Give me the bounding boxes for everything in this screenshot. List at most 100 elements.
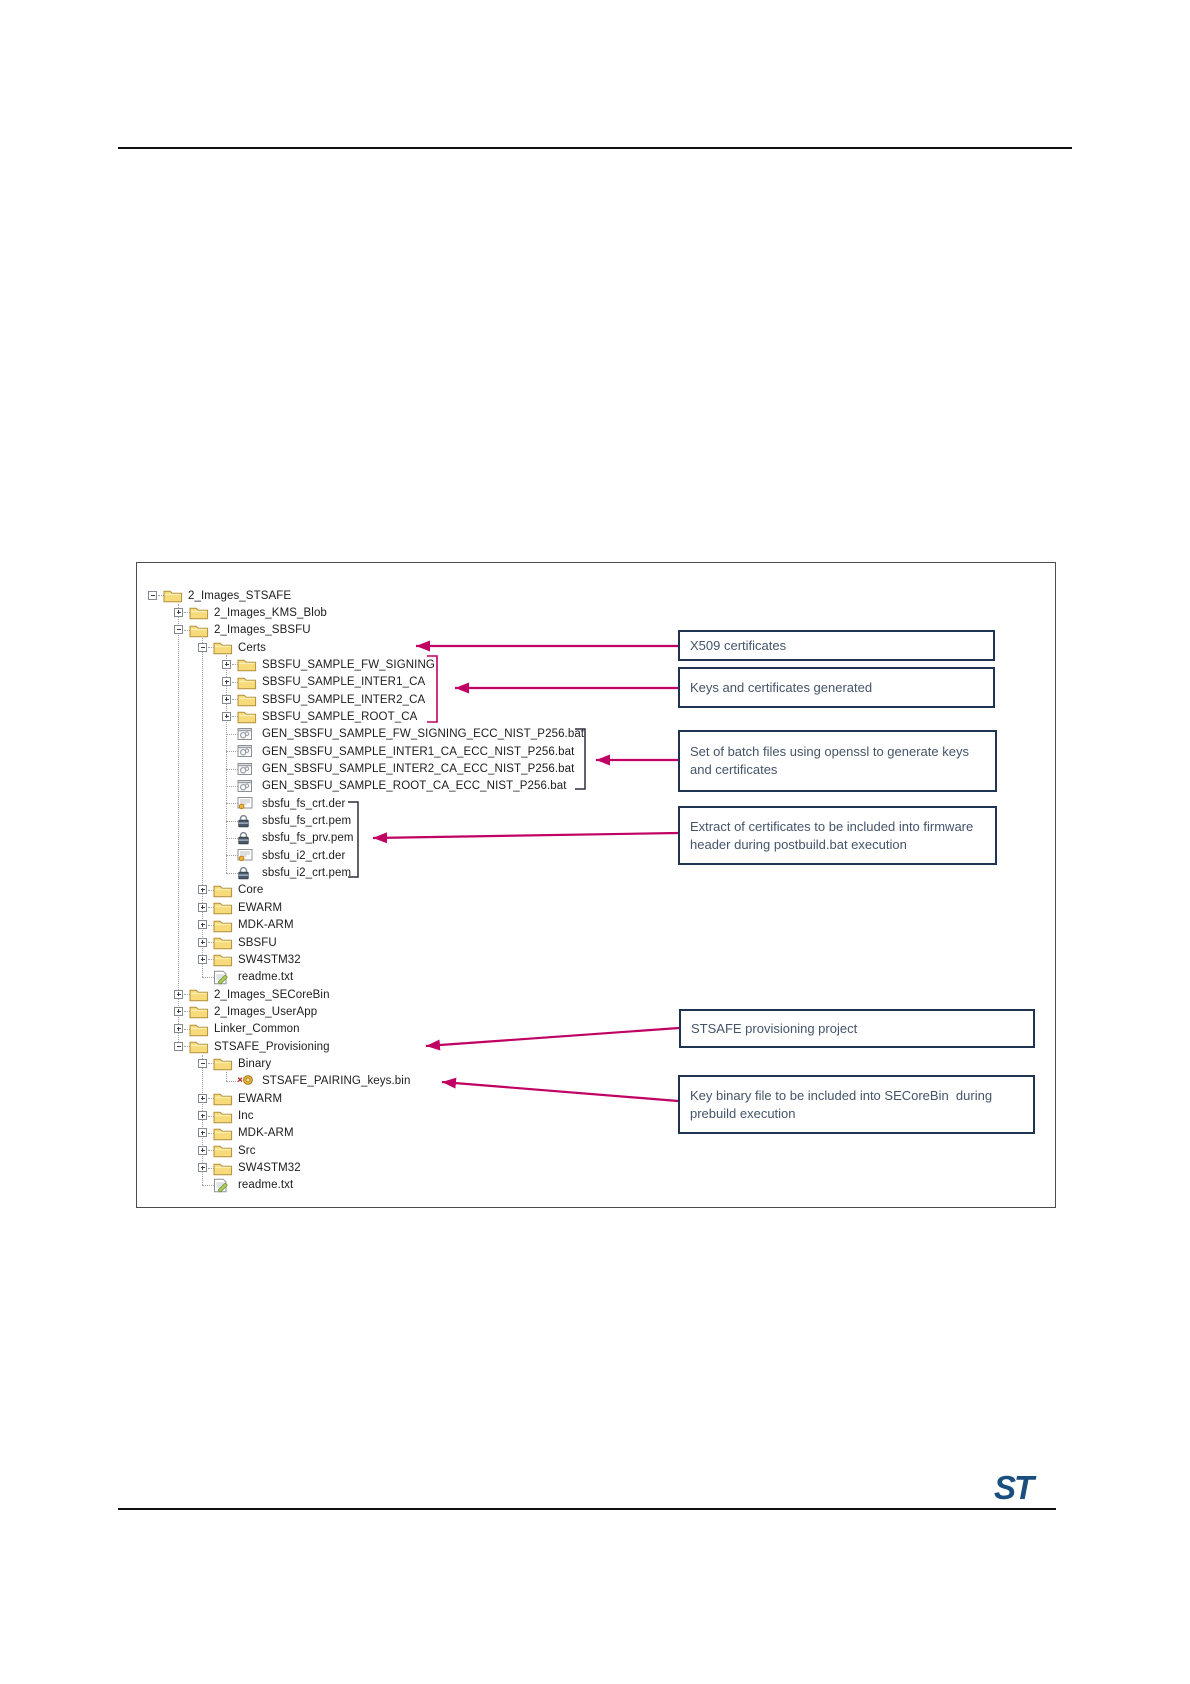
expand-plus-toggle[interactable] xyxy=(222,711,231,721)
tree-item[interactable]: 2_Images_UserApp xyxy=(0,1003,600,1020)
expand-plus-toggle[interactable] xyxy=(222,694,231,704)
tree-item-label[interactable]: SBSFU_SAMPLE_FW_SIGNING xyxy=(262,658,435,671)
tree-item[interactable]: sbsfu_fs_prv.pem xyxy=(0,830,600,847)
tree-item-label[interactable]: GEN_SBSFU_SAMPLE_INTER2_CA_ECC_NIST_P256… xyxy=(262,763,575,775)
tree-item-label[interactable]: readme.txt xyxy=(238,1179,294,1192)
tree-item-label[interactable]: SBSFU_SAMPLE_INTER2_CA xyxy=(262,693,426,706)
expand-plus-toggle[interactable] xyxy=(198,1111,207,1120)
expand-plus-toggle[interactable] xyxy=(198,920,207,930)
tree-item[interactable]: Src xyxy=(0,1142,600,1159)
collapse-minus-toggle[interactable] xyxy=(148,590,157,600)
tree-item-label[interactable]: readme.txt xyxy=(238,971,294,984)
tree-item[interactable]: 2_Images_KMS_Blob xyxy=(0,604,600,621)
tree-item[interactable]: EWARM xyxy=(0,1090,600,1107)
tree-item-label[interactable]: Core xyxy=(238,884,264,897)
tree-item-label[interactable]: sbsfu_fs_crt.der xyxy=(262,797,346,810)
collapse-minus-toggle[interactable] xyxy=(174,1041,183,1051)
tree-item-label[interactable]: 2_Images_UserApp xyxy=(214,1005,318,1018)
tree-connector xyxy=(232,664,238,666)
tree-item-label[interactable]: Inc xyxy=(238,1110,254,1122)
tree-item-label[interactable]: 2_Images_SECoreBin xyxy=(214,988,330,1001)
tree-item[interactable]: sbsfu_i2_crt.pem xyxy=(0,865,600,882)
expand-plus-toggle[interactable] xyxy=(222,659,231,669)
expand-plus-toggle[interactable] xyxy=(198,1163,207,1173)
tree-item[interactable]: SBSFU_SAMPLE_ROOT_CA xyxy=(0,708,600,725)
tree-item[interactable]: readme.txt xyxy=(0,969,600,986)
tree-item[interactable]: 2_Images_STSAFE xyxy=(0,587,600,604)
tree-item-label[interactable]: 2_Images_STSAFE xyxy=(188,589,292,602)
tree-item-label[interactable]: GEN_SBSFU_SAMPLE_ROOT_CA_ECC_NIST_P256.b… xyxy=(262,780,567,793)
tree-item-label[interactable]: EWARM xyxy=(238,1092,283,1105)
tree-item[interactable]: Inc xyxy=(0,1108,600,1125)
tree-item[interactable]: Core xyxy=(0,882,600,899)
tree-item-label[interactable]: Certs xyxy=(238,641,266,654)
tree-item-label[interactable]: MDK-ARM xyxy=(238,1127,294,1140)
tree-item[interactable]: readme.txt xyxy=(0,1177,600,1194)
tree-item[interactable]: Linker_Common xyxy=(0,1021,600,1038)
tree-item-label[interactable]: Binary xyxy=(238,1057,272,1070)
tree-item-label[interactable]: STSAFE_Provisioning xyxy=(214,1040,330,1053)
tree-item[interactable]: Binary xyxy=(0,1055,600,1072)
tree-item-label[interactable]: 2_Images_SBSFU xyxy=(214,624,311,637)
tree-guide-line xyxy=(226,655,228,873)
expand-plus-toggle[interactable] xyxy=(198,1128,207,1138)
tree-item-label[interactable]: sbsfu_i2_crt.pem xyxy=(262,867,352,880)
tree-item[interactable]: 2_Images_SBSFU xyxy=(0,622,600,639)
expand-plus-toggle[interactable] xyxy=(198,885,207,895)
tree-item-label[interactable]: SBSFU_SAMPLE_INTER1_CA xyxy=(262,676,426,689)
tree-item[interactable]: GEN_SBSFU_SAMPLE_FW_SIGNING_ECC_NIST_P25… xyxy=(0,726,600,743)
expand-plus-toggle[interactable] xyxy=(198,937,207,947)
tree-item[interactable]: SBSFU xyxy=(0,934,600,951)
tree-item[interactable]: SW4STM32 xyxy=(0,1160,600,1177)
tree-item-label[interactable]: EWARM xyxy=(238,901,283,914)
expand-plus-toggle[interactable] xyxy=(174,989,183,999)
tree-item[interactable]: MDK-ARM xyxy=(0,917,600,934)
collapse-minus-toggle[interactable] xyxy=(198,1058,207,1068)
tree-item-label[interactable]: MDK-ARM xyxy=(238,919,294,932)
folder-icon xyxy=(213,1126,233,1141)
tree-item-label[interactable]: 2_Images_KMS_Blob xyxy=(214,606,327,619)
folder-icon xyxy=(189,1039,209,1054)
tree-item-label[interactable]: SW4STM32 xyxy=(238,1162,301,1175)
collapse-minus-toggle[interactable] xyxy=(174,625,183,635)
tree-item[interactable]: SBSFU_SAMPLE_INTER1_CA xyxy=(0,674,600,691)
expand-plus-toggle[interactable] xyxy=(198,902,207,912)
tree-item[interactable]: sbsfu_fs_crt.der xyxy=(0,795,600,812)
st-logo: ST xyxy=(994,1469,1039,1506)
tree-item[interactable]: GEN_SBSFU_SAMPLE_ROOT_CA_ECC_NIST_P256.b… xyxy=(0,778,600,795)
tree-item-label[interactable]: SBSFU xyxy=(238,936,277,949)
tree-item[interactable]: MDK-ARM xyxy=(0,1125,600,1142)
tree-item-label[interactable]: sbsfu_fs_prv.pem xyxy=(262,832,354,845)
tree-item[interactable]: SBSFU_SAMPLE_FW_SIGNING xyxy=(0,656,600,673)
tree-item[interactable]: 2_Images_SECoreBin xyxy=(0,986,600,1003)
expand-plus-toggle[interactable] xyxy=(174,607,183,617)
tree-item[interactable]: sbsfu_fs_crt.pem xyxy=(0,813,600,830)
tree-item[interactable]: STSAFE_PAIRING_keys.bin xyxy=(0,1073,600,1090)
collapse-minus-toggle[interactable] xyxy=(198,642,207,652)
expand-plus-toggle[interactable] xyxy=(198,1145,207,1155)
tree-item[interactable]: STSAFE_Provisioning xyxy=(0,1038,600,1055)
expand-plus-toggle[interactable] xyxy=(222,677,231,687)
tree-item[interactable]: SBSFU_SAMPLE_INTER2_CA xyxy=(0,691,600,708)
tree-item[interactable]: sbsfu_i2_crt.der xyxy=(0,847,600,864)
tree-item-label[interactable]: GEN_SBSFU_SAMPLE_INTER1_CA_ECC_NIST_P256… xyxy=(262,745,575,758)
tree-item[interactable]: SW4STM32 xyxy=(0,951,600,968)
tree-item-label[interactable]: Src xyxy=(238,1144,256,1157)
tree-item[interactable]: GEN_SBSFU_SAMPLE_INTER1_CA_ECC_NIST_P256… xyxy=(0,743,600,760)
tree-connector xyxy=(208,1167,214,1170)
tree-item-label[interactable]: SW4STM32 xyxy=(238,953,301,966)
expand-plus-toggle[interactable] xyxy=(174,1024,183,1034)
expand-plus-toggle[interactable] xyxy=(198,1093,207,1103)
tree-item[interactable]: Certs xyxy=(0,639,600,656)
tree-item[interactable]: EWARM xyxy=(0,899,600,916)
tree-item-label[interactable]: SBSFU_SAMPLE_ROOT_CA xyxy=(262,710,418,723)
tree-item[interactable]: GEN_SBSFU_SAMPLE_INTER2_CA_ECC_NIST_P256… xyxy=(0,761,600,778)
tree-item-label[interactable]: sbsfu_fs_crt.pem xyxy=(262,815,352,828)
expand-plus-toggle[interactable] xyxy=(174,1006,183,1016)
expand-plus-toggle[interactable] xyxy=(198,954,207,964)
tree-item-label[interactable]: sbsfu_i2_crt.der xyxy=(262,849,346,862)
tree-item-label[interactable]: Linker_Common xyxy=(214,1023,300,1036)
tree-item-label[interactable]: GEN_SBSFU_SAMPLE_FW_SIGNING_ECC_NIST_P25… xyxy=(262,728,585,741)
txt-icon xyxy=(213,1178,233,1193)
tree-item-label[interactable]: STSAFE_PAIRING_keys.bin xyxy=(262,1075,411,1088)
